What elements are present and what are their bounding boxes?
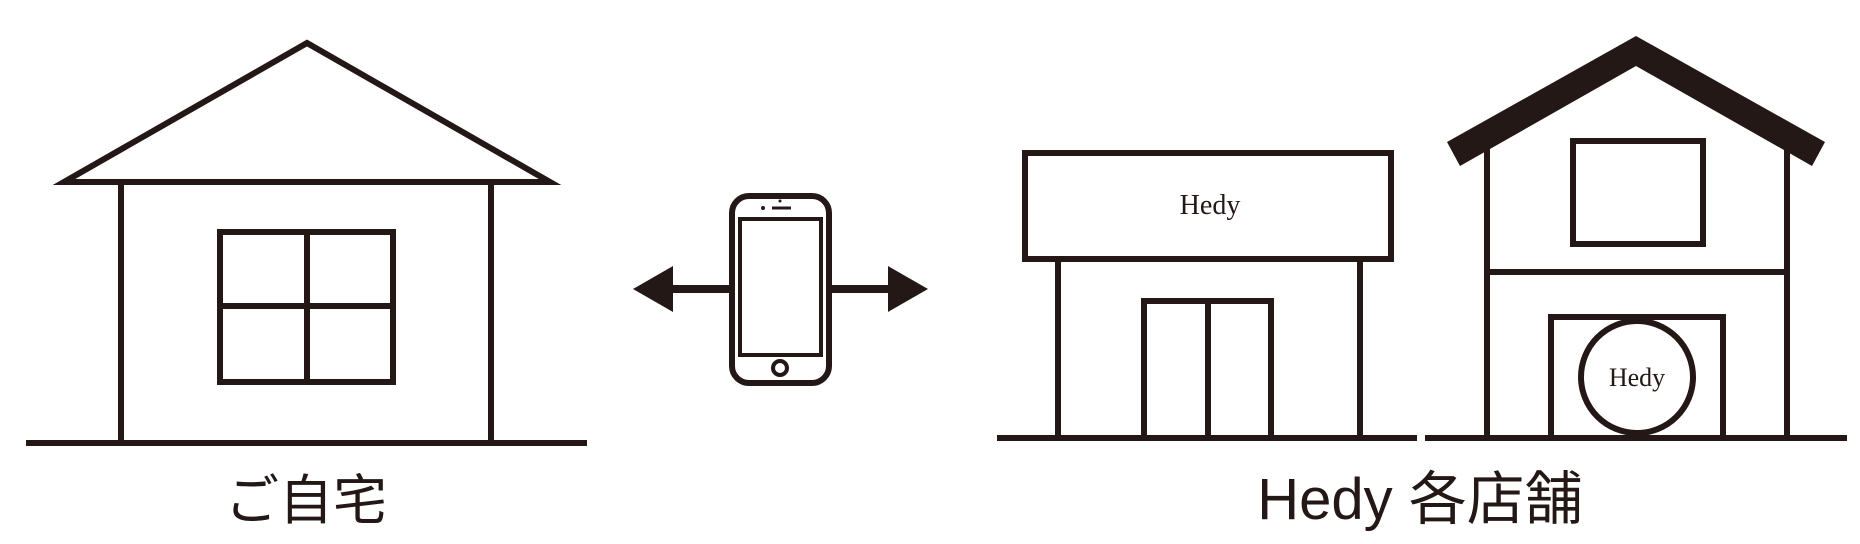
store-sign-text: Hedy xyxy=(1180,190,1241,221)
store-upper-window xyxy=(1570,138,1706,247)
stores-label: Hedy 各店舗 xyxy=(1257,467,1583,532)
arrow-left-icon xyxy=(633,266,729,312)
store-entrance xyxy=(1548,314,1726,441)
store-sign-board xyxy=(1022,150,1394,262)
store-roof xyxy=(1447,36,1825,166)
storefront-icon xyxy=(997,150,1417,441)
store-badge-circle xyxy=(1578,318,1696,436)
store-badge-text: Hedy xyxy=(1609,363,1665,392)
smartphone-icon xyxy=(729,193,832,386)
arrow-right-icon xyxy=(832,266,928,312)
house-icon xyxy=(26,39,587,446)
home-label: ご自宅 xyxy=(225,471,387,531)
store-building-icon xyxy=(1425,36,1847,441)
